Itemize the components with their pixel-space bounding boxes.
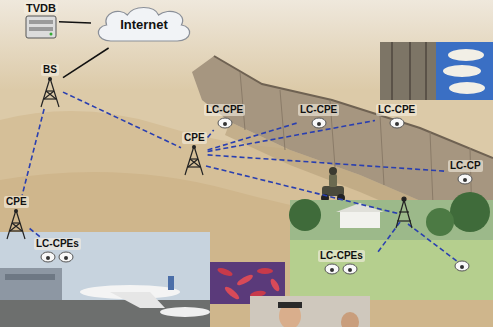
network-device: LC-CPEs [318,250,365,275]
device-label: LC-CPEs [34,238,81,250]
wireless-link [30,229,41,238]
camera-icon [216,116,234,129]
wireless-link [208,121,375,152]
device-label: CPE [182,132,207,144]
wired-link [63,48,109,78]
airport-photo [0,232,210,327]
device-label: LC-CPEs [318,250,365,262]
tower-icon [38,76,62,108]
people-photo [250,296,370,327]
wireless-link [208,155,447,171]
network-device: LC-CPE [376,104,417,129]
internet-cloud: Internet [92,3,196,47]
tower-icon [4,208,28,240]
wireless-link [206,166,458,262]
camera-icon [456,172,474,185]
device-label: LC-CPE [204,104,245,116]
tower-icon [182,144,206,176]
wireless-link [22,109,44,195]
device-label: CPE [4,196,29,208]
network-device: LC-CPE [298,104,339,129]
network-device: CPE [4,196,29,240]
network-device: TVDB [24,2,58,40]
device-label: BS [41,64,59,76]
wired-link [59,22,91,23]
park-photo [289,192,493,300]
device-label: LC-CPE [298,104,339,116]
cpe-tower [396,197,412,228]
inset-photo [380,42,493,100]
network-device: LC-CPE [204,104,245,129]
wireless-link [208,130,214,138]
network-device: CPE [182,132,207,176]
server-icon [24,14,58,40]
camera-icon [388,116,406,129]
camera-icon [455,261,469,271]
network-device: LC-CPEs [34,238,81,263]
camera-icon [39,250,75,263]
camera-icon [323,262,359,275]
device-label: LC-CP [448,160,483,172]
network-device: BS [38,64,62,108]
device-label: LC-CPE [376,104,417,116]
device-label: TVDB [24,2,58,14]
cloud-label: Internet [118,19,170,31]
network-device: LC-CP [448,160,483,185]
wireless-link [63,92,181,148]
camera-icon [310,116,328,129]
